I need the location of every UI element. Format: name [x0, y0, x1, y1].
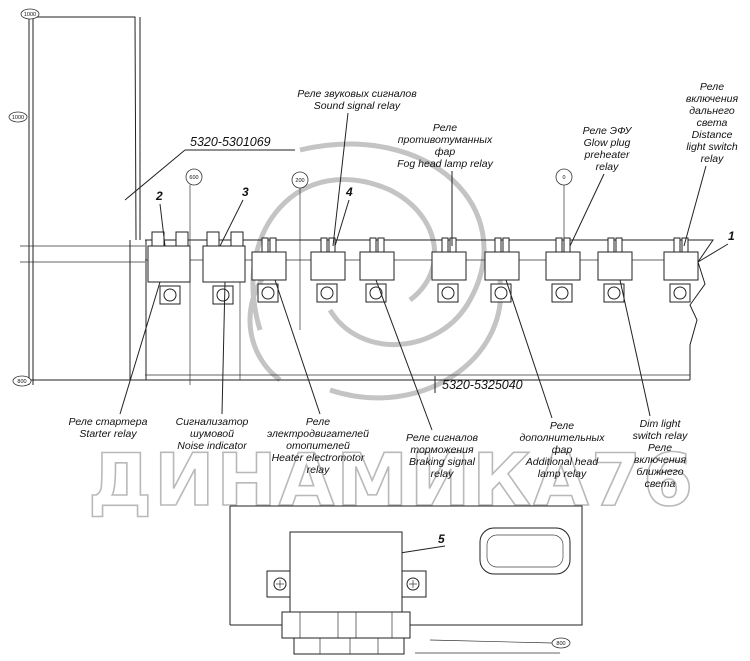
svg-text:Реле: Реле — [306, 416, 330, 428]
svg-text:Реле звуковых сигналов: Реле звуковых сигналов — [297, 88, 417, 100]
dimension-mark-600: 600 — [185, 168, 203, 186]
label-glow-plug: Реле ЭФУ Glow plug preheater relay — [569, 125, 633, 247]
callout-3: 3 — [219, 185, 249, 247]
relay-dim-light — [597, 237, 633, 303]
svg-text:5320-5301069: 5320-5301069 — [190, 135, 271, 149]
lower-panel — [229, 505, 583, 626]
dimension-mark-800-left: 800 — [12, 375, 32, 387]
svg-text:Реле: Реле — [550, 420, 574, 432]
svg-text:света: света — [645, 478, 676, 490]
svg-text:Dim light: Dim light — [640, 418, 682, 430]
label-additional-head: Реле дополнительных фар Additional head … — [505, 279, 605, 480]
relay-fog-lamp — [431, 237, 467, 303]
svg-text:Noise indicator: Noise indicator — [177, 440, 247, 452]
svg-text:Реле: Реле — [648, 442, 672, 454]
svg-text:торможения: торможения — [410, 444, 474, 456]
svg-text:relay: relay — [431, 468, 455, 480]
svg-text:600: 600 — [189, 175, 198, 181]
svg-text:Sound signal relay: Sound signal relay — [314, 100, 401, 112]
svg-text:1000: 1000 — [12, 115, 24, 121]
svg-text:противотуманных: противотуманных — [398, 134, 493, 146]
relay-heater — [251, 237, 287, 303]
label-distance-light: Реле включения дальнего света Distance l… — [683, 81, 739, 247]
svg-text:Heater electromotor: Heater electromotor — [272, 452, 365, 464]
svg-text:1000: 1000 — [24, 12, 36, 18]
svg-text:preheater: preheater — [584, 149, 630, 161]
svg-text:Braking signal: Braking signal — [409, 456, 476, 468]
callout-1: 1 — [697, 229, 735, 263]
svg-text:включения: включения — [686, 93, 739, 105]
svg-text:Реле: Реле — [433, 122, 457, 134]
svg-text:200: 200 — [295, 178, 304, 184]
svg-text:дальнего: дальнего — [689, 105, 735, 117]
svg-text:lamp relay: lamp relay — [538, 468, 587, 480]
svg-text:relay: relay — [596, 161, 620, 173]
svg-text:4: 4 — [345, 185, 353, 199]
svg-text:фар: фар — [435, 146, 456, 158]
label-dim-light: Dim light switch relay Реле включения бл… — [619, 279, 689, 490]
svg-text:фар: фар — [552, 444, 573, 456]
svg-text:дополнительных: дополнительных — [519, 432, 605, 444]
label-fog-lamp: Реле противотуманных фар Fog head lamp r… — [397, 122, 494, 246]
label-braking: Реле сигналов торможения Braking signal … — [375, 279, 479, 480]
svg-text:3: 3 — [242, 185, 249, 199]
svg-text:800: 800 — [17, 379, 26, 385]
svg-text:отопителей: отопителей — [286, 440, 350, 452]
svg-text:ближнего: ближнего — [636, 466, 683, 478]
svg-text:1: 1 — [728, 229, 735, 243]
dimension-mark-200: 200 — [291, 171, 309, 189]
label-starter: Реле стартера Starter relay — [69, 281, 161, 440]
svg-text:шумовой: шумовой — [190, 428, 234, 440]
relay-starter — [147, 231, 191, 305]
callout-4: 4 — [334, 185, 353, 247]
relay-sound-signal — [310, 237, 346, 303]
frame-structure — [20, 14, 714, 385]
part-number-upper: 5320-5301069 — [124, 135, 295, 201]
relay-noise-indicator — [202, 231, 246, 305]
relay-distance-light — [663, 237, 699, 303]
svg-text:light switch: light switch — [686, 141, 738, 153]
label-heater: Реле электродвигателей отопителей Heater… — [267, 279, 369, 476]
dimension-mark-0: 0 — [555, 168, 573, 240]
relay-additional-head-lamp — [484, 237, 520, 303]
part-number-lower: 5320-5325040 — [434, 376, 523, 393]
svg-text:5320-5325040: 5320-5325040 — [442, 378, 523, 392]
svg-text:relay: relay — [701, 153, 725, 165]
svg-text:Glow plug: Glow plug — [584, 137, 631, 149]
svg-text:Additional head: Additional head — [525, 456, 600, 468]
svg-text:света: света — [697, 117, 728, 129]
svg-text:Сигнализатор: Сигнализатор — [176, 416, 249, 428]
callout-5: 5 — [399, 532, 446, 554]
relay-braking-signal — [359, 237, 395, 303]
callout-2: 2 — [155, 189, 166, 247]
svg-text:Starter relay: Starter relay — [79, 428, 137, 440]
svg-text:Реле сигналов: Реле сигналов — [406, 432, 479, 444]
label-noise: Сигнализатор шумовой Noise indicator — [176, 281, 249, 452]
svg-text:0: 0 — [562, 175, 565, 181]
dimension-mark-1000-left: 1000 — [8, 111, 28, 123]
svg-text:2: 2 — [155, 189, 163, 203]
svg-text:Реле ЭФУ: Реле ЭФУ — [583, 125, 633, 137]
unit-5-block — [266, 531, 560, 655]
svg-text:Реле: Реле — [700, 81, 724, 93]
label-sound-signal: Реле звуковых сигналов Sound signal rela… — [297, 88, 417, 247]
svg-text:Fog head lamp relay: Fog head lamp relay — [397, 158, 493, 170]
svg-text:Реле стартера: Реле стартера — [69, 416, 148, 428]
svg-text:включения: включения — [634, 454, 687, 466]
dimension-mark-800-bottom: 800 — [551, 637, 571, 649]
svg-text:switch relay: switch relay — [633, 430, 689, 442]
relay-glow-plug — [545, 237, 581, 303]
svg-text:800: 800 — [556, 641, 565, 647]
svg-text:Distance: Distance — [692, 129, 733, 141]
svg-text:5: 5 — [438, 532, 445, 546]
svg-text:электродвигателей: электродвигателей — [267, 428, 369, 440]
watermark-text: ДИНАМИКА76 — [88, 438, 695, 522]
dimension-mark-1000-top: 1000 — [20, 8, 40, 20]
svg-text:relay: relay — [307, 464, 331, 476]
